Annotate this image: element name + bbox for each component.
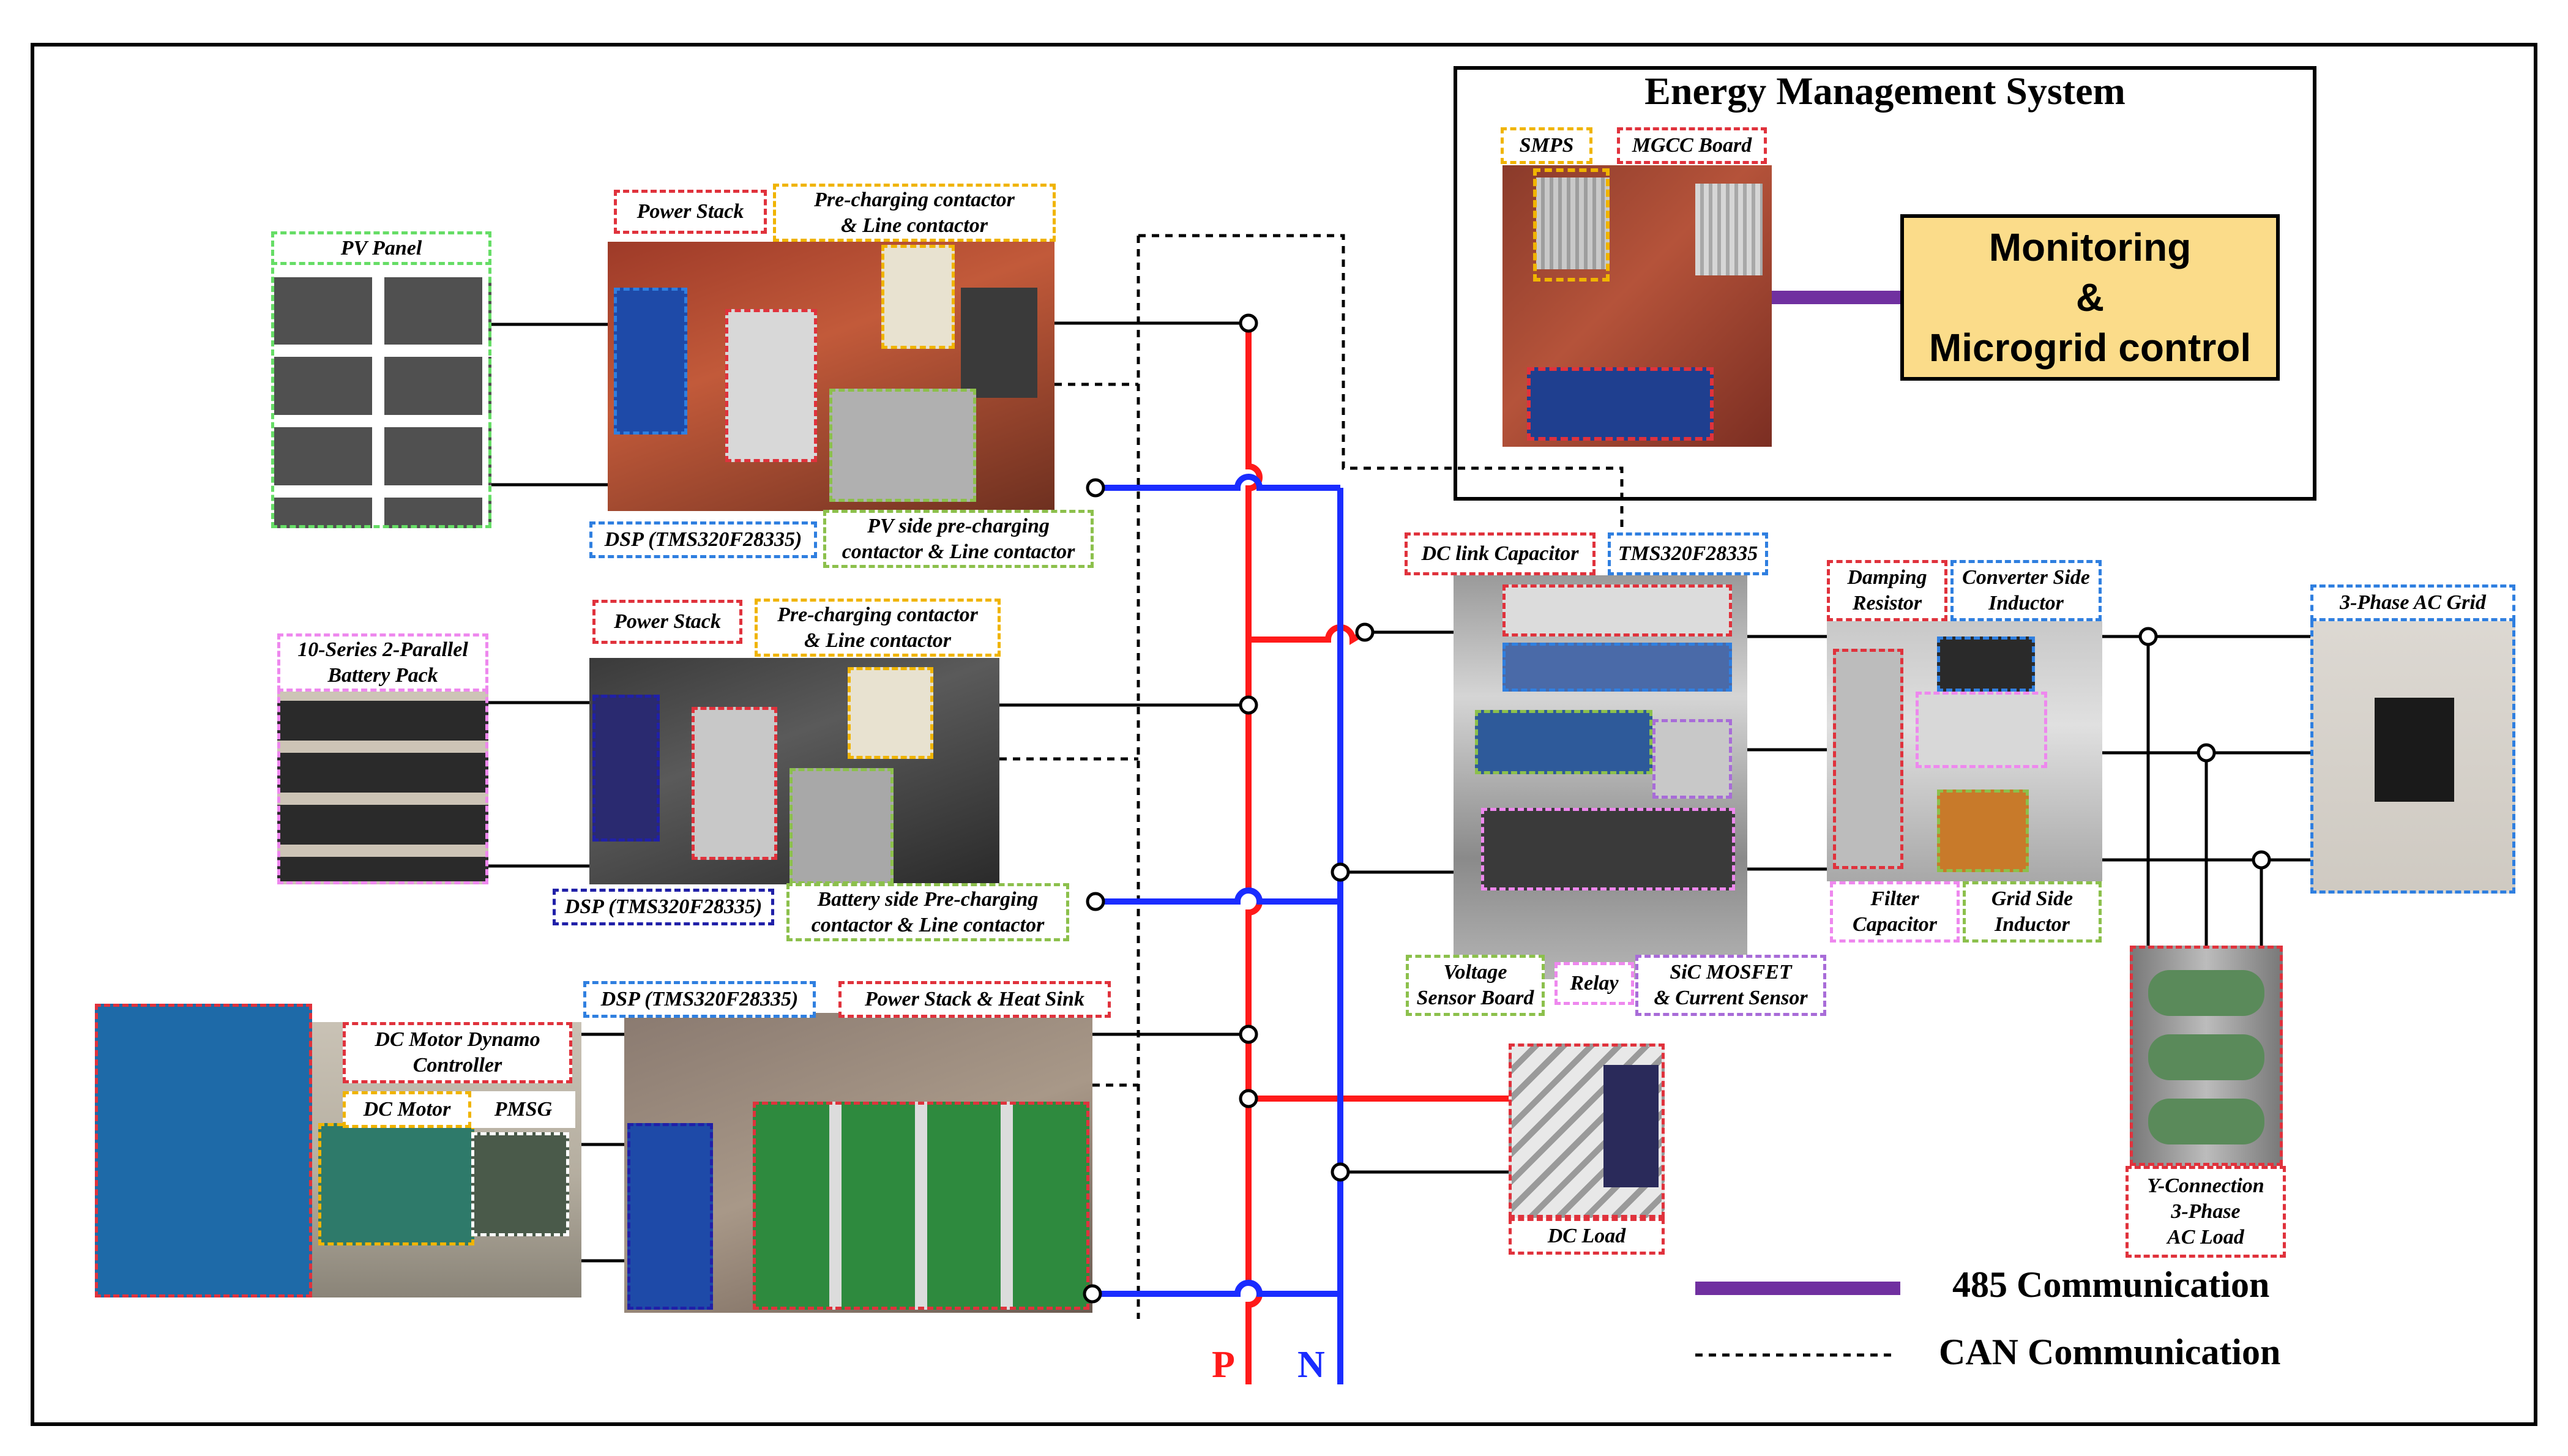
label-bat-precharge: Pre-charging contactor & Line contactor bbox=[755, 599, 1001, 657]
filter-capacitor bbox=[1916, 692, 2047, 768]
n-bus-label: N bbox=[1297, 1344, 1325, 1386]
label-pv-side-contactor: PV side pre-charging contactor & Line co… bbox=[823, 510, 1094, 568]
label-filter-capacitor: Filter Capacitor bbox=[1830, 881, 1960, 943]
legend-can: CAN Communication bbox=[1939, 1332, 2281, 1372]
label-bat-side-contactor: Battery side Pre-charging contactor & Li… bbox=[786, 883, 1069, 941]
power-supply-unit bbox=[1695, 184, 1763, 275]
monitor-line-3: Microgrid control bbox=[1928, 326, 2252, 370]
dynamo-controller-photo bbox=[95, 1004, 312, 1297]
node-dcload-p bbox=[1239, 1089, 1258, 1108]
ac-lines bbox=[488, 321, 2310, 1263]
label-pmsg: PMSG bbox=[471, 1091, 575, 1128]
ac-load-resistor-1 bbox=[2148, 970, 2264, 1016]
bat-contactor bbox=[848, 667, 933, 759]
voltage-sensor-board bbox=[1475, 710, 1652, 774]
label-tms320: TMS320F28335 bbox=[1608, 532, 1768, 575]
legend-485: 485 Communication bbox=[1952, 1264, 2270, 1305]
label-pv-precharge: Pre-charging contactor & Line contactor bbox=[773, 184, 1056, 242]
n-bus bbox=[1092, 474, 1343, 1384]
label-mgcc-board: MGCC Board bbox=[1617, 127, 1767, 164]
p-bus bbox=[1245, 323, 1509, 1384]
node-gen-n bbox=[1083, 1284, 1102, 1304]
pv-dsp-board bbox=[614, 288, 687, 435]
node-ac-b bbox=[2197, 743, 2216, 763]
label-sic-mosfet: SiC MOSFET & Current Sensor bbox=[1635, 955, 1826, 1016]
bat-to-n-bus bbox=[1096, 887, 1340, 905]
node-dcload-n bbox=[1331, 1162, 1350, 1182]
pv-power-stack bbox=[725, 309, 817, 462]
node-gen-p bbox=[1239, 1025, 1258, 1044]
mgcc-board bbox=[1527, 367, 1714, 441]
label-voltage-sensor: Voltage Sensor Board bbox=[1406, 955, 1545, 1016]
dc-load-contactor bbox=[1603, 1065, 1659, 1187]
monitor-line-2: & bbox=[2075, 275, 2105, 319]
ac-load-resistor-2 bbox=[2148, 1034, 2264, 1080]
label-battery-pack: 10-Series 2-Parallel Battery Pack bbox=[277, 633, 488, 692]
can-top-link bbox=[1138, 234, 1624, 532]
node-inv-n bbox=[1331, 862, 1350, 882]
label-dc-motor-controller: DC Motor Dynamo Controller bbox=[343, 1022, 572, 1083]
label-gen-dsp: DSP (TMS320F28335) bbox=[583, 981, 816, 1018]
label-pv-power-stack: Power Stack bbox=[614, 190, 767, 234]
dc-link-capacitor bbox=[1502, 584, 1732, 637]
label-pv-panel: PV Panel bbox=[271, 231, 491, 265]
label-ac-load: Y-Connection 3-Phase AC Load bbox=[2126, 1166, 2286, 1258]
node-ac-c bbox=[2252, 850, 2271, 870]
junction-nodes bbox=[1083, 313, 2271, 1304]
label-dc-link-capacitor: DC link Capacitor bbox=[1405, 532, 1596, 575]
pv-side-contactor bbox=[829, 389, 976, 502]
ac-grid-breaker bbox=[2375, 698, 2454, 802]
label-ac-grid: 3-Phase AC Grid bbox=[2310, 584, 2515, 621]
label-bat-power-stack: Power Stack bbox=[592, 600, 742, 644]
label-pv-dsp: DSP (TMS320F28335) bbox=[589, 521, 817, 558]
rs485-lines bbox=[1695, 291, 1900, 1295]
gen-power-stack bbox=[753, 1102, 1089, 1310]
node-pv-p bbox=[1239, 313, 1258, 333]
damping-resistor bbox=[1833, 649, 1903, 869]
relay-unit bbox=[1481, 808, 1735, 890]
node-ac-a bbox=[2138, 627, 2158, 646]
label-gen-power-stack: Power Stack & Heat Sink bbox=[838, 981, 1111, 1018]
outer-frame bbox=[31, 43, 2537, 1426]
node-bat-p bbox=[1239, 695, 1258, 715]
converter-side-inductor bbox=[1937, 637, 2035, 692]
bat-dsp-board bbox=[592, 695, 660, 842]
label-converter-inductor: Converter Side Inductor bbox=[1950, 560, 2102, 621]
p-bus-label: P bbox=[1212, 1344, 1235, 1386]
grid-side-inductor bbox=[1937, 790, 2029, 872]
sic-mosfet bbox=[1652, 719, 1732, 799]
node-bat-n bbox=[1086, 892, 1105, 911]
pv-contactor bbox=[881, 245, 955, 349]
gen-to-n-bus bbox=[1092, 1280, 1340, 1297]
label-bat-dsp: DSP (TMS320F28335) bbox=[553, 889, 774, 925]
smps-unit bbox=[1536, 177, 1610, 269]
label-damping-resistor: Damping Resistor bbox=[1827, 560, 1947, 621]
pmsg-machine bbox=[471, 1132, 569, 1236]
ems-box bbox=[1454, 66, 2316, 501]
bat-power-stack bbox=[692, 707, 777, 860]
monitor-line-1: Monitoring bbox=[1988, 225, 2192, 269]
label-grid-inductor: Grid Side Inductor bbox=[1963, 881, 2102, 943]
label-dc-load: DC Load bbox=[1509, 1218, 1665, 1255]
dc-motor bbox=[318, 1123, 474, 1245]
label-smps: SMPS bbox=[1501, 127, 1592, 164]
gen-dsp-board bbox=[627, 1123, 713, 1310]
ac-load-resistor-3 bbox=[2148, 1099, 2264, 1144]
pv-to-n-bus bbox=[1096, 474, 1340, 491]
can-communication-lines bbox=[999, 234, 1897, 1357]
pv-panel-photo bbox=[271, 231, 491, 528]
ems-title: Energy Management System bbox=[1644, 69, 2126, 113]
monitoring-control-box: Monitoring & Microgrid control bbox=[1900, 214, 2280, 381]
label-dc-motor: DC Motor bbox=[343, 1091, 471, 1128]
node-inv-p bbox=[1355, 622, 1375, 642]
node-pv-n bbox=[1086, 478, 1105, 498]
p-bus-to-inverter bbox=[1249, 624, 1367, 645]
bat-side-contactor bbox=[789, 768, 894, 884]
tms-board bbox=[1502, 643, 1732, 692]
label-relay: Relay bbox=[1555, 962, 1634, 1005]
pv-line-contactor bbox=[961, 288, 1037, 398]
smps-highlight bbox=[1533, 168, 1610, 282]
